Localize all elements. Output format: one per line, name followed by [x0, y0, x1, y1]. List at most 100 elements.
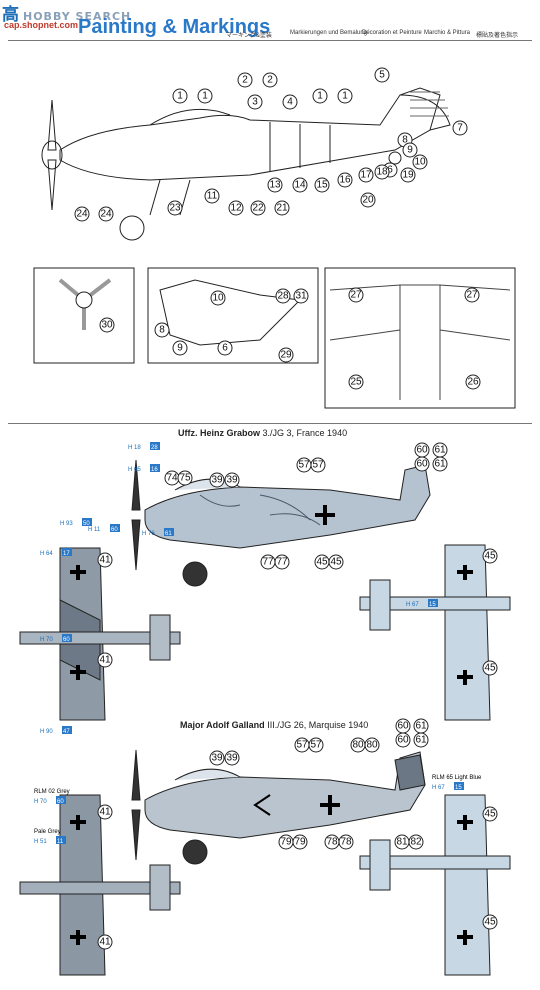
- paint-code: H 90: [40, 729, 53, 735]
- paint-number: 15: [429, 602, 436, 608]
- callout-4: 4: [282, 94, 298, 110]
- paint-number: 61: [165, 531, 172, 537]
- callout-74: 74: [164, 470, 180, 486]
- svg-text:25: 25: [350, 377, 362, 388]
- lang-label: 標貼及著色指示: [476, 33, 519, 39]
- svg-text:78: 78: [326, 837, 338, 848]
- svg-text:16: 16: [339, 175, 351, 186]
- callout-45: 45: [328, 554, 344, 570]
- paint-code: H 65: [128, 467, 141, 473]
- svg-text:2: 2: [267, 75, 273, 86]
- callout-10: 10: [412, 154, 428, 170]
- paint-number: 28: [151, 445, 158, 451]
- paint-code: H 70: [34, 799, 47, 805]
- scheme1-heading: Uffz. Heinz Grabow 3./JG 3, France 1940: [178, 428, 347, 438]
- svg-text:9: 9: [177, 343, 183, 354]
- paint-label: RLM 65 Light Blue: [432, 775, 482, 781]
- svg-text:19: 19: [402, 170, 414, 181]
- callout-39: 39: [209, 750, 225, 766]
- callout-75: 75: [177, 470, 193, 486]
- callout-2: 2: [237, 72, 253, 88]
- svg-text:24: 24: [100, 209, 112, 220]
- callout-16: 16: [337, 172, 353, 188]
- callout-30: 30: [99, 317, 115, 333]
- callout-77: 77: [274, 554, 290, 570]
- callout-26: 26: [465, 374, 481, 390]
- svg-text:1: 1: [177, 91, 183, 102]
- svg-text:17: 17: [360, 170, 372, 181]
- svg-text:23: 23: [169, 203, 181, 214]
- callout-41: 41: [97, 652, 113, 668]
- svg-text:57: 57: [296, 740, 308, 751]
- callout-24: 24: [98, 206, 114, 222]
- header-divider: [8, 40, 532, 41]
- svg-text:13: 13: [269, 180, 281, 191]
- svg-text:6: 6: [387, 165, 393, 176]
- svg-text:1: 1: [342, 91, 348, 102]
- svg-text:80: 80: [366, 740, 378, 751]
- scheme2-bottom-view: [359, 794, 511, 976]
- scheme2-side-profile: [131, 749, 426, 865]
- svg-text:60: 60: [416, 445, 428, 456]
- callout-6: 6: [217, 340, 233, 356]
- callout-15: 15: [314, 177, 330, 193]
- svg-text:7: 7: [457, 123, 463, 134]
- svg-text:41: 41: [99, 937, 111, 948]
- paint-label: Pale Grey: [34, 829, 61, 835]
- callout-78: 78: [338, 834, 354, 850]
- svg-text:1: 1: [202, 91, 208, 102]
- callout-5: 5: [374, 67, 390, 83]
- svg-text:45: 45: [484, 551, 496, 562]
- svg-text:75: 75: [179, 473, 191, 484]
- scheme2-unit: III./JG 26, Marquise 1940: [267, 720, 369, 730]
- callout-80: 80: [364, 737, 380, 753]
- callout-7: 7: [452, 120, 468, 136]
- watermark-text: HOBBY SEARCH: [23, 10, 132, 23]
- callout-60: 60: [395, 732, 411, 748]
- scheme1-bottom-view: [359, 544, 511, 721]
- callout-79: 79: [292, 834, 308, 850]
- lang-label: Marchio & Pittura: [424, 30, 471, 36]
- svg-text:10: 10: [212, 293, 224, 304]
- scheme2-top-view: [19, 794, 181, 976]
- callout-17: 17: [358, 167, 374, 183]
- svg-text:79: 79: [294, 837, 306, 848]
- svg-text:45: 45: [316, 557, 328, 568]
- callout-20: 20: [360, 192, 376, 208]
- callout-82: 82: [408, 834, 424, 850]
- svg-text:31: 31: [295, 291, 307, 302]
- callout-45: 45: [482, 660, 498, 676]
- svg-text:4: 4: [287, 97, 293, 108]
- callout-18: 18: [374, 164, 390, 180]
- svg-text:27: 27: [466, 290, 478, 301]
- paint-code: H 67: [406, 602, 419, 608]
- svg-text:8: 8: [402, 135, 408, 146]
- callout-60: 60: [414, 442, 430, 458]
- svg-text:61: 61: [434, 445, 446, 456]
- svg-text:6: 6: [222, 343, 228, 354]
- svg-text:10: 10: [414, 157, 426, 168]
- svg-text:77: 77: [276, 557, 288, 568]
- callout-19: 19: [400, 167, 416, 183]
- svg-text:57: 57: [298, 460, 310, 471]
- callout-77: 77: [260, 554, 276, 570]
- paint-chip: H 67 15: [406, 599, 438, 608]
- svg-text:1: 1: [317, 91, 323, 102]
- paint-number: 50: [83, 521, 90, 527]
- paint-number: 17: [63, 551, 70, 557]
- callout-41: 41: [97, 934, 113, 950]
- callout-80: 80: [350, 737, 366, 753]
- callout-45: 45: [482, 914, 498, 930]
- svg-text:61: 61: [415, 735, 427, 746]
- svg-text:81: 81: [396, 837, 408, 848]
- callout-60: 60: [414, 456, 430, 472]
